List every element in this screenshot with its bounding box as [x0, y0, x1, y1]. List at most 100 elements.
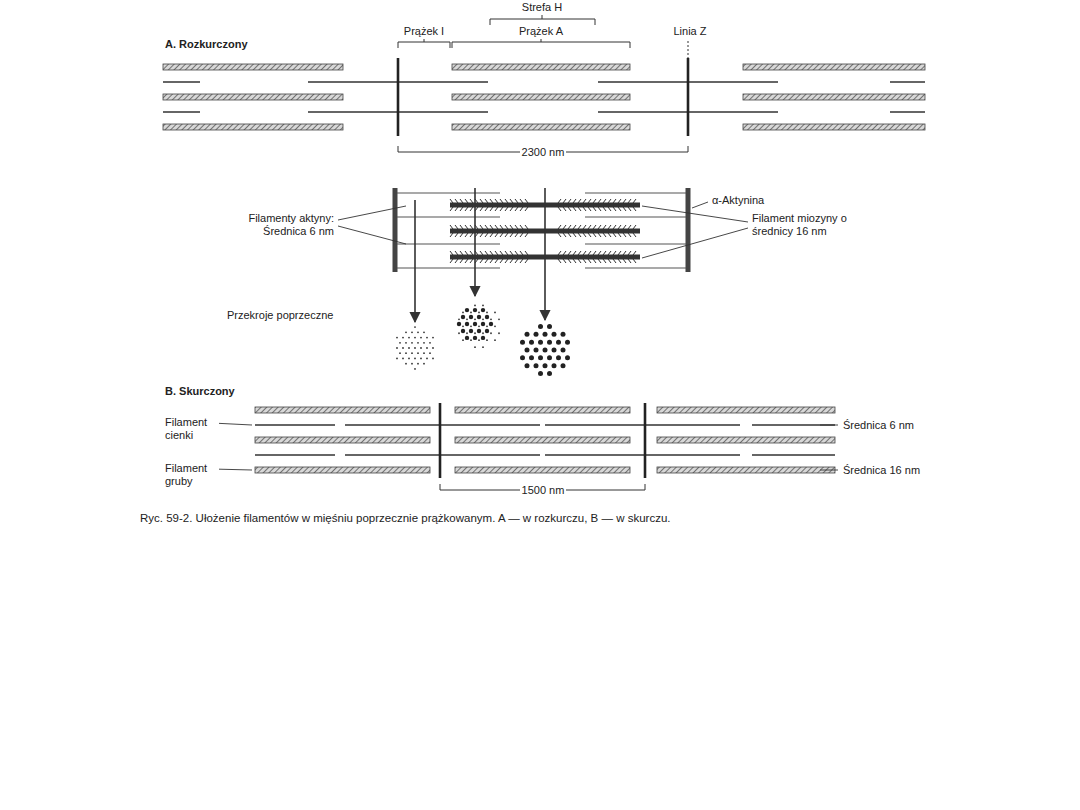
myosin-head [515, 251, 518, 263]
myosin-dot [525, 332, 530, 337]
actin-dot [482, 305, 484, 307]
thin-filament [545, 424, 740, 425]
myosin-head [455, 251, 458, 263]
part-label: Filamenty aktyny: Średnica 6 nm [234, 212, 336, 238]
myosin-dot [565, 340, 570, 345]
actin-dot [402, 347, 404, 349]
actin-dot [478, 339, 480, 341]
myosin-head [490, 251, 493, 263]
actin-dot [486, 311, 488, 313]
actin-dot [429, 352, 431, 354]
thick-filament [255, 407, 430, 413]
line-label: Linia Z [671, 25, 708, 38]
actin-dot [408, 347, 410, 349]
figure-caption: Ryc. 59-2. Ułożenie filamentów w mięśniu… [140, 511, 670, 525]
actin-dot [482, 318, 484, 320]
leader-line [820, 470, 838, 471]
myosin-head [608, 251, 611, 263]
leader-line [820, 425, 838, 426]
thick-filament [452, 64, 630, 70]
actin-dot [399, 342, 401, 344]
actin-filament [397, 216, 500, 217]
myosin-head [495, 199, 498, 211]
thin-filament [545, 454, 740, 455]
myosin-dot [543, 363, 548, 368]
myosin-head [573, 251, 576, 263]
myosin-head [633, 225, 636, 237]
actin-filament [585, 243, 686, 244]
thick-filament [255, 437, 430, 443]
myosin-dot [481, 308, 485, 312]
bracket [398, 39, 450, 48]
myosin-dot [561, 363, 566, 368]
part-label: Filament miozyny o średnicy 16 nm [750, 212, 854, 238]
myosin-head [510, 199, 513, 211]
myosin-head [520, 199, 523, 211]
actin-dot [414, 337, 416, 339]
myosin-head [588, 251, 591, 263]
thick-filament [743, 64, 925, 70]
actin-dot [405, 363, 407, 365]
myosin-head [623, 251, 626, 263]
myosin-head [578, 225, 581, 237]
actin-dot [414, 347, 416, 349]
actin-dot [466, 318, 468, 320]
leader-line [642, 228, 748, 258]
actin-dot [466, 332, 468, 334]
actin-dot [423, 342, 425, 344]
actin-dot [408, 358, 410, 360]
actin-dot [411, 331, 413, 333]
myosin-head [500, 225, 503, 237]
thick-filament [163, 124, 343, 130]
actin-dot [414, 368, 416, 370]
myosin-head [598, 251, 601, 263]
band-label: Prążek A [517, 25, 565, 38]
actin-dot [402, 337, 404, 339]
actin-dot [474, 346, 476, 348]
myosin-dot [525, 348, 530, 353]
myosin-head [505, 251, 508, 263]
myosin-dot [520, 355, 525, 360]
myosin-head [563, 225, 566, 237]
myosin-head [480, 225, 483, 237]
actin-dot [462, 311, 464, 313]
actin-dot [432, 337, 434, 339]
actin-dot [482, 346, 484, 348]
myosin-dot [473, 322, 477, 326]
myosin-head [603, 225, 606, 237]
actin-dot [414, 358, 416, 360]
actin-dot [405, 352, 407, 354]
myosin-head [583, 199, 586, 211]
actin-dot [474, 305, 476, 307]
actin-dot [490, 332, 492, 334]
myosin-dot [538, 324, 543, 329]
myosin-head [465, 199, 468, 211]
myosin-head [573, 225, 576, 237]
actin-dot [405, 342, 407, 344]
myosin-head [628, 225, 631, 237]
myosin-dot [473, 308, 477, 312]
myosin-dot [469, 329, 473, 333]
myosin-head [500, 251, 503, 263]
actin-dot [426, 358, 428, 360]
actin-dot [420, 358, 422, 360]
actin-filament [585, 267, 686, 268]
myosin-head [588, 199, 591, 211]
part-label: Filament cienki [163, 416, 219, 442]
myosin-head [455, 225, 458, 237]
myosin-head [588, 225, 591, 237]
actin-filament [397, 192, 500, 193]
actin-dot [402, 358, 404, 360]
myosin-dot [525, 363, 530, 368]
myosin-head [563, 199, 566, 211]
actin-dot [408, 337, 410, 339]
myosin-head [510, 225, 513, 237]
myosin-head [633, 251, 636, 263]
panel-label: B. Skurczony [163, 385, 237, 398]
thick-filament [452, 124, 630, 130]
actin-dot [498, 318, 500, 320]
myosin-head [613, 251, 616, 263]
myosin-head [598, 225, 601, 237]
myosin-dot [457, 322, 461, 326]
